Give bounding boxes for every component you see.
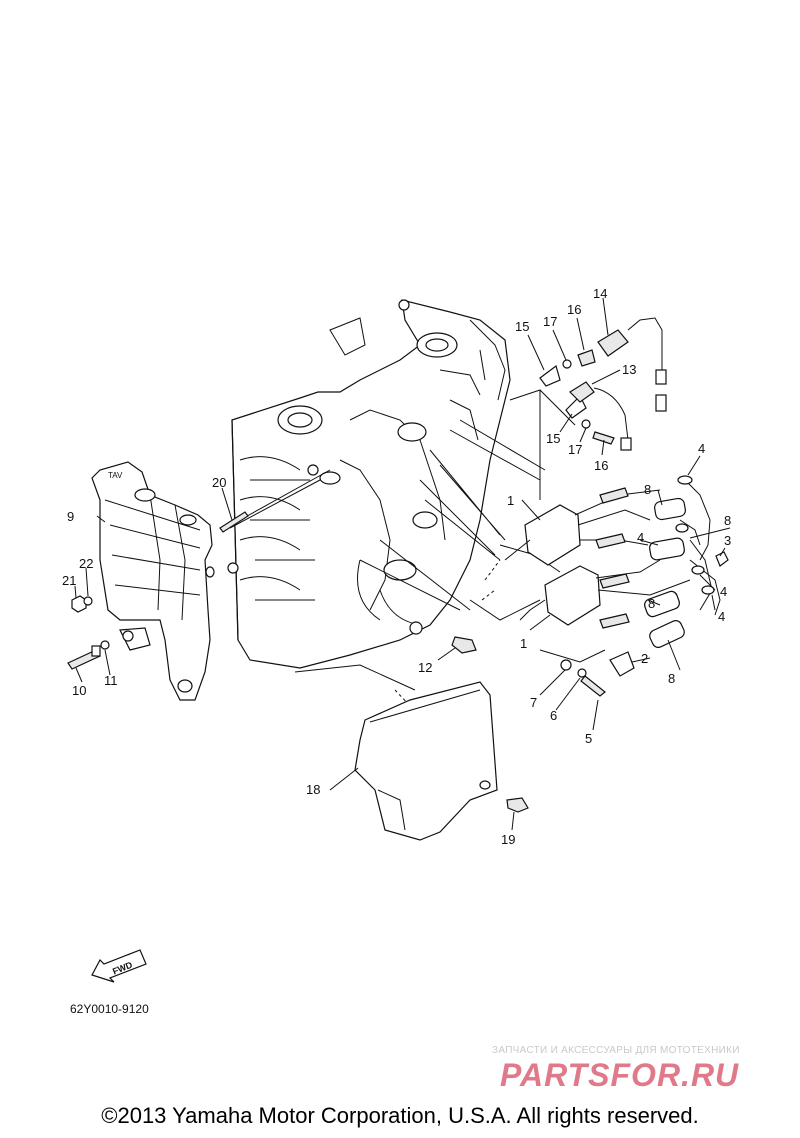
callout-10: 10 [72, 683, 86, 698]
spark-plugs [595, 487, 630, 629]
ignition-coils [504, 489, 691, 626]
sensor-12 [451, 636, 477, 654]
callout-14: 14 [593, 286, 607, 301]
engine-block [227, 299, 511, 669]
cover-18 [354, 681, 498, 841]
washer-17a [562, 359, 572, 369]
washer-17b [581, 419, 591, 429]
washer-6 [577, 668, 587, 678]
watermark-logo-text: PARTSFOR.RU [500, 1058, 739, 1092]
callout-16a: 16 [567, 302, 581, 317]
sensor-13-connector [620, 437, 632, 451]
callout-20: 20 [212, 475, 226, 490]
diagram-code: 62Y0010-9120 [70, 1002, 149, 1016]
callout-17b: 17 [568, 442, 582, 457]
callout-8b: 8 [724, 513, 731, 528]
grommet-4c [691, 565, 705, 575]
hardware [67, 317, 729, 813]
callout-21: 21 [62, 573, 76, 588]
grommet-4b [675, 523, 689, 533]
callout-1a: 1 [507, 493, 514, 508]
callout-12: 12 [418, 660, 432, 675]
callout-4d: 4 [718, 609, 725, 624]
bolt-5 [580, 675, 606, 697]
washer-7 [560, 659, 572, 671]
callout-18: 18 [306, 782, 320, 797]
coil-1-upper [524, 504, 581, 566]
callout-4b: 4 [637, 530, 644, 545]
callout-7: 7 [530, 695, 537, 710]
grommet-4a [677, 475, 693, 485]
plug-caps [644, 475, 721, 648]
stud-20 [219, 511, 249, 533]
callout-9: 9 [67, 509, 74, 524]
callout-4c: 4 [720, 584, 727, 599]
callout-3: 3 [724, 533, 731, 548]
clamp-3 [715, 551, 729, 567]
callout-8c: 8 [648, 596, 655, 611]
sensor-14-connector-b [655, 394, 667, 412]
callout-5: 5 [585, 731, 592, 746]
bolt-16a [577, 349, 596, 367]
watermark-logo: PARTSFOR.RU [500, 1058, 739, 1092]
bracket-label: TAV [108, 471, 123, 480]
callout-13: 13 [622, 362, 636, 377]
callout-1b: 1 [520, 636, 527, 651]
callout-11: 11 [104, 673, 118, 688]
bolt-10-head [91, 645, 101, 657]
callout-numbers: 1 1 2 3 4 4 4 4 5 6 7 8 8 8 8 9 10 11 12… [62, 286, 731, 847]
copyright-notice: ©2013 Yamaha Motor Corporation, U.S.A. A… [101, 1103, 699, 1128]
washer-11 [100, 640, 110, 650]
callout-4a: 4 [698, 441, 705, 456]
callout-16b: 16 [594, 458, 608, 473]
callout-8a: 8 [644, 482, 651, 497]
callout-leaders [74, 297, 731, 831]
callout-2: 2 [641, 651, 648, 666]
nut-21 [71, 595, 87, 613]
callout-15b: 15 [546, 431, 560, 446]
sensor-14-connector-a [655, 369, 667, 385]
sensor-13 [569, 381, 595, 403]
washer-22 [83, 596, 93, 606]
bolt-16b [592, 431, 615, 445]
callout-17a: 17 [543, 314, 557, 329]
callout-8d: 8 [668, 671, 675, 686]
clip-2 [609, 651, 635, 677]
bracket-assembly: TAV [91, 461, 215, 701]
callout-6: 6 [550, 708, 557, 723]
watermark-tagline: ЗАПЧАСТИ И АКСЕССУАРЫ ДЛЯ МОТОТЕХНИКИ [492, 1045, 740, 1056]
bolt-19 [506, 797, 529, 813]
callout-22: 22 [79, 556, 93, 571]
plate-15a [539, 364, 561, 387]
leader-lines [229, 389, 606, 786]
grommet-4d [701, 585, 715, 595]
coil-1-lower [544, 565, 601, 626]
fwd-arrow-icon: FWD [91, 949, 147, 983]
callout-15a: 15 [515, 319, 529, 334]
sensor-14 [597, 329, 629, 357]
callout-19: 19 [501, 832, 515, 847]
